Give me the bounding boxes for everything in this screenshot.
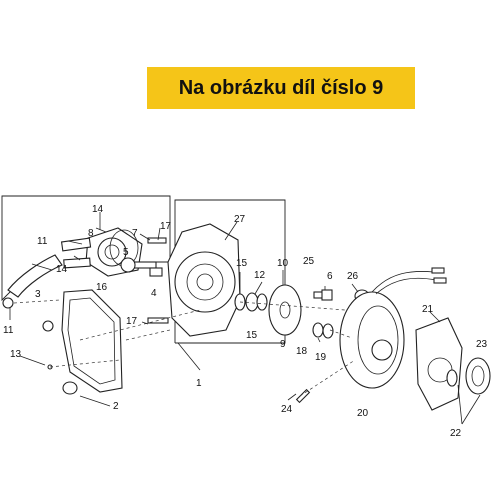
callout-22: 22 [450,428,462,439]
water-pump-group-frame [1,195,171,302]
washer-4 [149,267,163,277]
callout-13: 13 [10,349,22,360]
callout-14-bottom: 14 [56,264,68,275]
rotor-disc [268,284,302,336]
callout-4: 4 [151,288,157,299]
side-cover-gasket [61,289,123,393]
callout-6: 6 [327,271,333,282]
callout-7: 7 [132,228,138,239]
bearing-12 [245,292,259,312]
callout-12: 12 [254,270,266,281]
callout-3: 3 [35,289,41,300]
washer-19 [322,323,334,339]
callout-5: 5 [123,247,129,258]
leader-1 [177,342,201,371]
oil-seal-23 [465,357,491,395]
callout-10: 10 [277,258,289,269]
connector [431,267,445,274]
callout-17-top: 17 [160,221,172,232]
callout-9: 9 [280,339,286,350]
seal-11 [2,297,14,309]
screw-7 [147,237,167,244]
callout-27: 27 [234,214,246,225]
callout-18: 18 [296,346,308,357]
plug-2 [62,381,78,395]
crankcase-cover [167,223,241,337]
stator-wire [371,271,435,293]
callout-26: 26 [347,271,359,282]
leader-lines [9,212,481,425]
callout-1: 1 [196,378,202,389]
callout-16: 16 [96,282,108,293]
callout-25: 25 [303,256,315,267]
callout-17-bottom: 17 [126,316,138,327]
callout-15-top: 15 [236,258,248,269]
callout-11-top: 11 [37,236,48,247]
water-hose [7,254,63,298]
banner-text: Na obrázku díl číslo 9 [178,76,384,99]
callout-2: 2 [113,401,119,412]
spacer-18 [312,322,324,338]
nut-6 [321,289,333,301]
connector [433,277,447,284]
callout-21: 21 [422,304,434,315]
callout-20: 20 [357,408,369,419]
callout-14-top: 14 [92,204,104,215]
callout-15-bottom: 15 [246,330,258,341]
callout-11-bottom: 11 [3,325,14,336]
callout-8: 8 [88,228,94,239]
plug-13 [42,320,54,332]
pump-impeller-shaft [120,257,157,273]
bearing-15b [256,293,268,311]
callout-19: 19 [315,352,327,363]
circlip-22 [446,369,458,387]
stator-assembly [339,291,405,389]
callout-23: 23 [476,339,488,350]
stator-cover-plate [415,317,463,411]
callout-24: 24 [281,404,293,415]
screw-24 [295,388,311,404]
highlight-banner: Na obrázku díl číslo 9 [147,67,415,109]
